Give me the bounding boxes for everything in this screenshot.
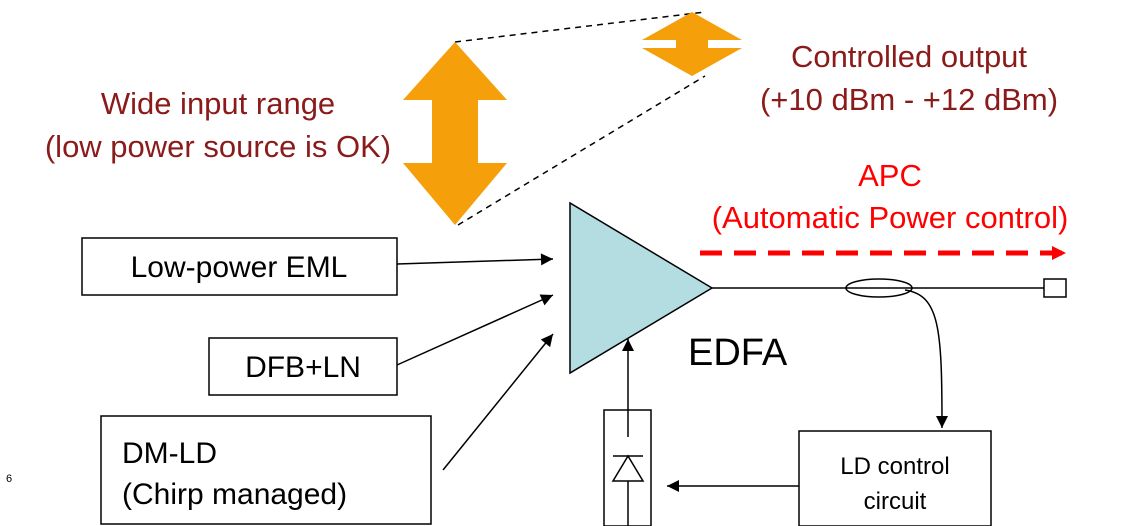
pump-diode [603, 409, 652, 526]
range-bottom-dashed-line [457, 75, 706, 226]
dmld-label-line2: (Chirp managed) [122, 478, 347, 511]
page-number: 6 [6, 473, 12, 485]
eml-label: Low-power EML [131, 251, 348, 284]
control-label-line2: circuit [864, 488, 927, 515]
output-range-arrow [642, 12, 742, 76]
edfa-label: EDFA [688, 332, 788, 374]
output-connector [1043, 278, 1067, 298]
input-range-arrow [403, 42, 507, 225]
apc-label-line1: APC [858, 158, 922, 193]
edfa-amplifier [569, 201, 714, 375]
apc-label-line2: (Automatic Power control) [712, 200, 1069, 235]
tap-to-control-arrow [904, 289, 948, 429]
output-label-line2: (+10 dBm - +12 dBm) [760, 82, 1058, 117]
control-label-line1: LD control [840, 453, 949, 480]
dfb-to-edfa-arrow [396, 294, 554, 366]
input-range-label-line1: Wide input range [101, 86, 335, 121]
dmld-label-line1: DM-LD [122, 437, 217, 470]
dfb-source: DFB+LN [208, 337, 398, 396]
dmld-to-edfa-arrow [442, 333, 554, 471]
eml-source: Low-power EML [81, 237, 398, 296]
dfb-label: DFB+LN [245, 351, 361, 384]
output-label-line1: Controlled output [791, 39, 1027, 74]
eml-to-edfa-arrow [396, 253, 554, 266]
ld-control-circuit: LD control circuit [798, 430, 992, 526]
dmld-source: DM-LD (Chirp managed) [100, 415, 432, 525]
range-top-dashed-line [454, 11, 706, 43]
input-range-label-line2: (low power source is OK) [45, 129, 391, 164]
